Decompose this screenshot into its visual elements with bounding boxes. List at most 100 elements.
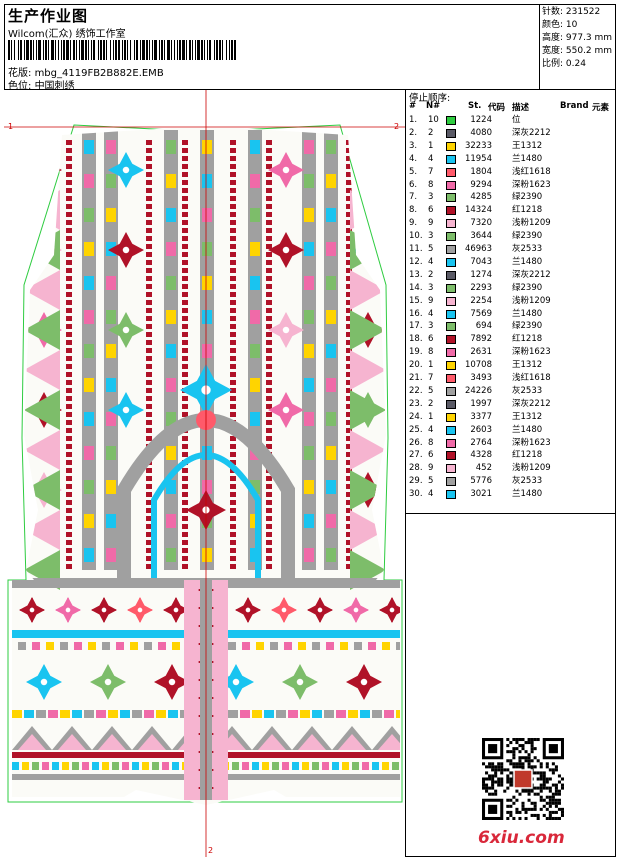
bead <box>346 308 352 313</box>
row-stitches: 10708 <box>464 360 492 371</box>
bead <box>266 516 272 521</box>
diag-block <box>84 710 94 718</box>
bead <box>182 252 188 257</box>
bead <box>66 252 72 257</box>
stripe-block <box>84 276 94 290</box>
bead <box>146 180 152 185</box>
bead <box>266 436 272 441</box>
bead <box>346 404 352 409</box>
stat-scale: 比例: 0.24 <box>542 59 586 69</box>
stripe-block <box>84 174 94 188</box>
bead <box>346 380 352 385</box>
bead <box>66 404 72 409</box>
stripe-block <box>304 310 314 324</box>
stripe-block <box>84 480 94 494</box>
bead <box>230 372 236 377</box>
bead <box>182 308 188 313</box>
company-name: Wilcom(汇众) 绣饰工作室 <box>8 29 126 40</box>
bead <box>346 236 352 241</box>
bead <box>266 388 272 393</box>
bead <box>266 324 272 329</box>
row-needle: 4 <box>428 424 434 435</box>
bead <box>66 260 72 265</box>
col-st-header: St. <box>468 101 482 111</box>
bead <box>146 220 152 225</box>
check <box>88 642 96 650</box>
row-description: 绿2390 <box>512 321 543 332</box>
bead <box>346 524 352 529</box>
row-description: 位 <box>512 115 521 125</box>
bead <box>182 316 188 321</box>
stat-colors: 颜色: 10 <box>542 20 578 30</box>
row-needle: 6 <box>428 450 434 461</box>
stripe-block <box>304 446 314 460</box>
bead <box>266 188 272 193</box>
bead <box>182 236 188 241</box>
color-swatch <box>446 116 456 125</box>
bead <box>346 164 352 169</box>
site-logo: 6xiu.com <box>478 828 565 848</box>
bead <box>266 404 272 409</box>
stripe-block <box>84 242 94 256</box>
colorway-info: 色位: 中国刺绣 <box>8 77 75 92</box>
check <box>270 642 278 650</box>
bead <box>146 228 152 233</box>
bead <box>346 540 352 545</box>
stripe-block <box>202 140 212 154</box>
row-num: 2. <box>409 127 418 138</box>
triangle <box>350 470 386 510</box>
diag-block <box>228 710 238 718</box>
bead <box>146 156 152 161</box>
row-stitches: 2603 <box>470 424 492 435</box>
stripe-block <box>106 480 116 494</box>
color-swatch <box>446 270 456 280</box>
row-description: 兰1480 <box>512 256 543 267</box>
bead <box>230 484 236 489</box>
bead <box>146 508 152 513</box>
triangle <box>350 390 386 430</box>
row-num: 1. <box>409 115 418 125</box>
row-description: 红1218 <box>512 334 543 345</box>
bead <box>182 340 188 345</box>
bead <box>66 428 72 433</box>
row-stitches: 2293 <box>470 282 492 293</box>
bead <box>266 380 272 385</box>
check <box>292 762 299 770</box>
row-description: 红1218 <box>512 450 543 461</box>
bead <box>182 508 188 513</box>
bead <box>146 188 152 193</box>
bead <box>266 348 272 353</box>
axis-left-label: 1 <box>8 122 14 131</box>
bead <box>66 372 72 377</box>
bead <box>346 300 352 305</box>
bead <box>182 548 188 553</box>
bead <box>66 508 72 513</box>
bead <box>66 172 72 177</box>
stripe-block <box>304 344 314 358</box>
row-needle: 2 <box>428 269 434 280</box>
check <box>32 762 39 770</box>
stripe-block <box>250 480 260 494</box>
row-needle: 6 <box>428 334 434 345</box>
design-canvas[interactable]: 1 2 2 <box>4 90 406 857</box>
bead <box>230 196 236 201</box>
bead <box>266 428 272 433</box>
bead <box>266 260 272 265</box>
color-swatch <box>446 154 456 164</box>
bead <box>66 380 72 385</box>
row-stitches: 694 <box>475 321 492 332</box>
diag-block <box>240 710 250 718</box>
bead <box>182 556 188 561</box>
bead <box>346 420 352 425</box>
bead <box>182 356 188 361</box>
bead <box>346 148 352 153</box>
row-num: 23. <box>409 398 423 409</box>
bead <box>346 444 352 449</box>
row-needle: 10 <box>428 115 439 125</box>
bead <box>230 532 236 537</box>
check <box>312 762 319 770</box>
color-swatch <box>446 464 456 474</box>
